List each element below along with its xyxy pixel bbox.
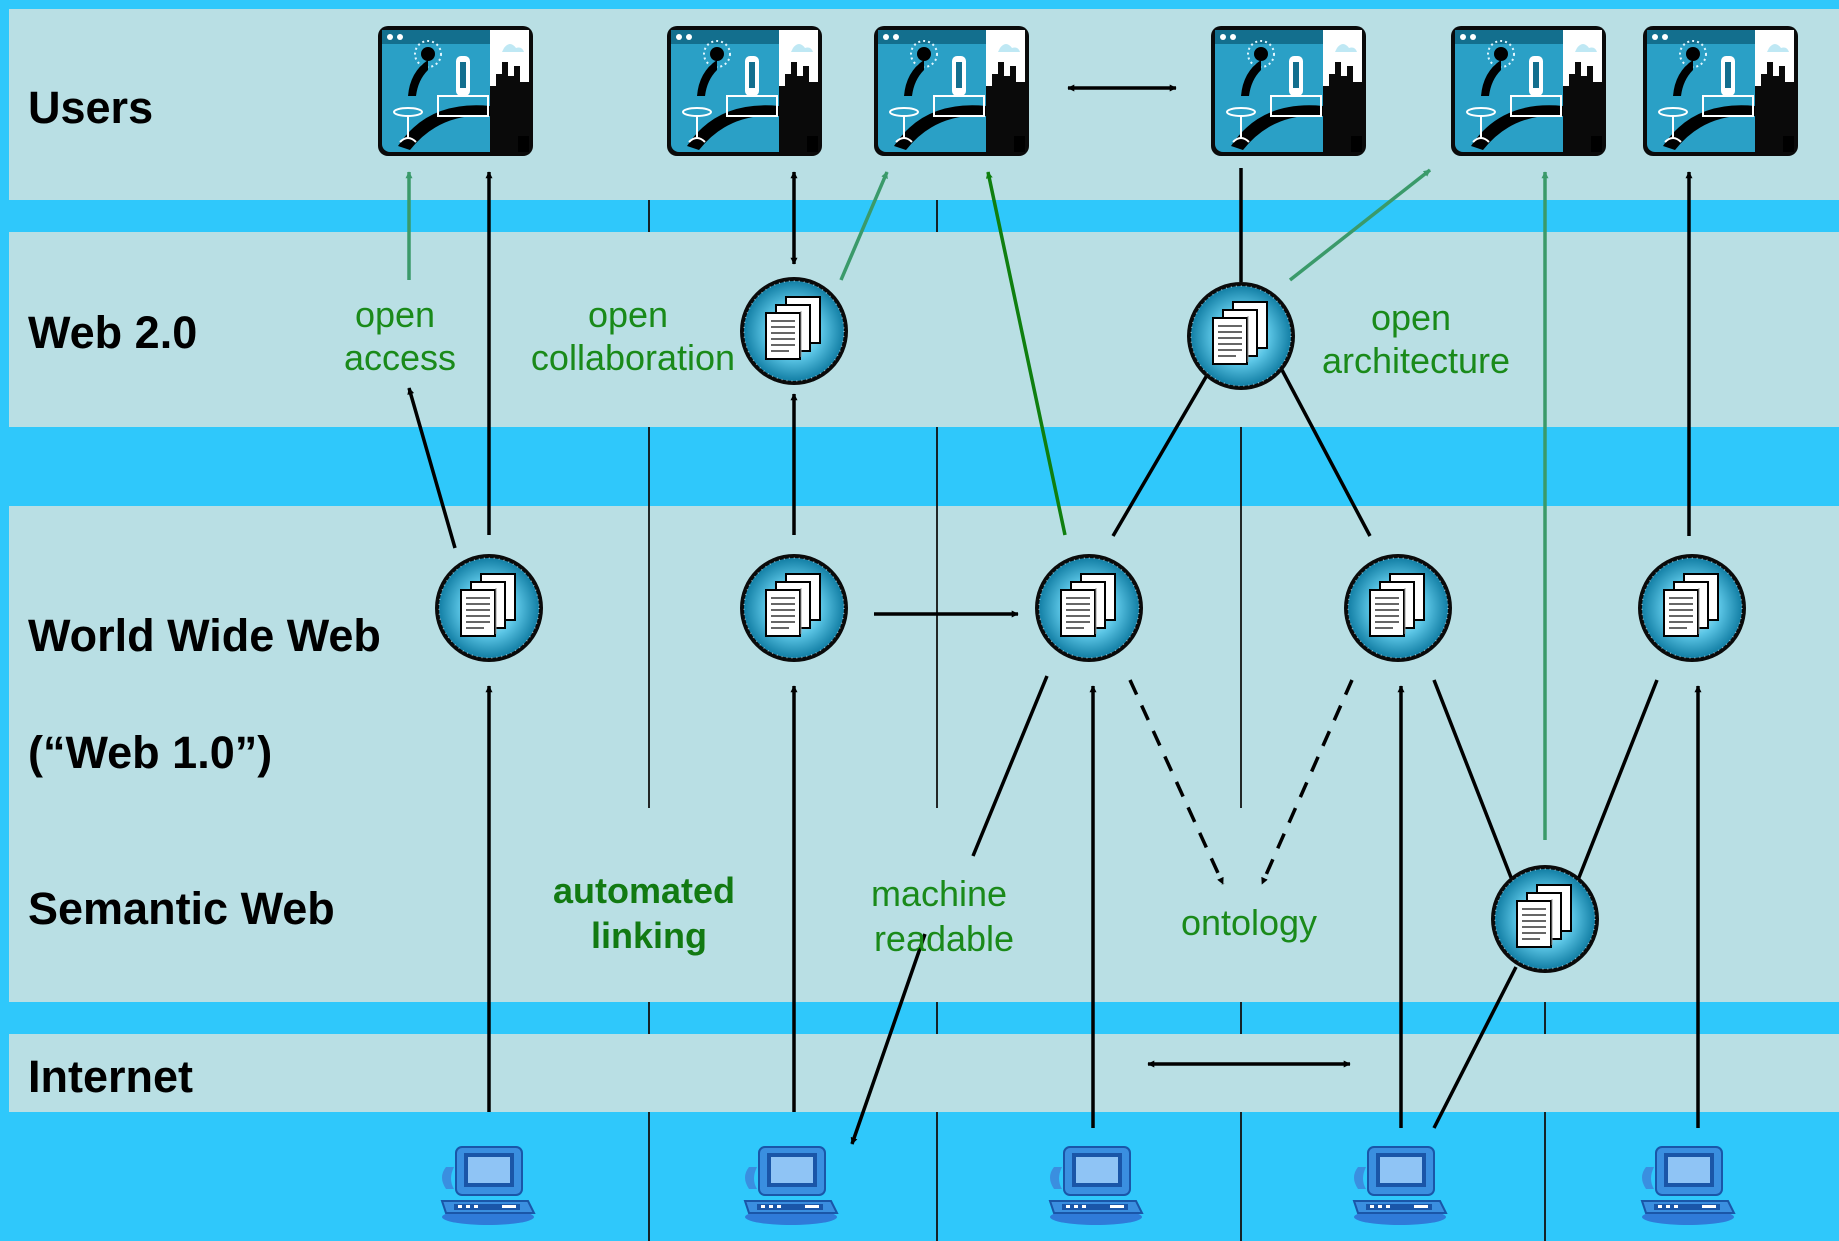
row-label-semantic: Semantic Web — [28, 883, 335, 934]
row-label-web10: (“Web 1.0”) — [28, 727, 272, 778]
document-node-icon — [434, 553, 544, 663]
column-dividers — [648, 200, 1546, 1241]
label-automated-linking-line2: linking — [591, 915, 707, 956]
desktop-computer-icon — [441, 1146, 535, 1226]
line-node5-to-node-sw — [1576, 679, 1659, 881]
band-web20 — [9, 232, 1839, 427]
green-arrow-collab-to-user3 — [839, 171, 889, 281]
user-icon — [666, 25, 823, 157]
row-label-internet: Internet — [28, 1051, 193, 1102]
arrow-node1-to-open-access — [407, 387, 457, 549]
label-open-collaboration-line1: open — [588, 294, 668, 335]
label-machine-readable-line2: readable — [874, 918, 1014, 959]
row-label-users: Users — [28, 82, 153, 133]
dashed-ontology-arrows — [1128, 679, 1354, 885]
band-internet — [9, 1034, 1839, 1112]
green-arrow-node3-to-user3 — [985, 171, 1067, 536]
line-node3-to-arch — [1111, 369, 1212, 537]
desktop-computer-icon — [1353, 1146, 1447, 1226]
green-arrow-arch-to-user5 — [1288, 168, 1432, 282]
label-automated-linking-line1: automated — [553, 870, 735, 911]
user-icon — [1450, 25, 1607, 157]
label-open-collaboration: open collaboration — [531, 294, 735, 378]
label-open-architecture-line1: open — [1371, 297, 1451, 338]
arrow-machine-to-computer2 — [850, 933, 927, 1145]
row-label-www: World Wide Web — [28, 610, 381, 661]
user-icon — [873, 25, 1030, 157]
document-node-icon — [1637, 553, 1747, 663]
line-node-sw-to-computer4 — [1432, 966, 1518, 1129]
document-node-icon — [1034, 553, 1144, 663]
label-open-access-line2: access — [344, 337, 456, 378]
line-node4-to-node-sw — [1432, 679, 1514, 881]
document-node-icon — [739, 553, 849, 663]
desktop-computer-icon — [1049, 1146, 1143, 1226]
user-icon — [1642, 25, 1799, 157]
label-machine-readable: machine readable — [871, 873, 1017, 959]
label-open-collaboration-line2: collaboration — [531, 337, 735, 378]
dashed-arrow-node4-to-ontology — [1260, 679, 1354, 885]
computers-row — [441, 1146, 1735, 1226]
user-icon — [1210, 25, 1367, 157]
document-node-icon — [1490, 864, 1600, 974]
label-open-architecture: open architecture — [1322, 297, 1510, 381]
arrow-node3-to-computer2 — [971, 675, 1049, 857]
user-icon — [377, 25, 534, 157]
document-node-icon — [739, 276, 849, 386]
desktop-computer-icon — [1641, 1146, 1735, 1226]
label-automated-linking: automated linking — [553, 870, 745, 956]
label-machine-readable-line1: machine — [871, 873, 1007, 914]
label-open-architecture-line2: architecture — [1322, 340, 1510, 381]
document-node-icon — [1343, 553, 1453, 663]
row-label-web20: Web 2.0 — [28, 307, 197, 358]
black-connectors — [407, 84, 1702, 1145]
document-node-icon — [1186, 281, 1296, 391]
label-open-access: open access — [344, 294, 456, 378]
label-open-access-line1: open — [355, 294, 435, 335]
line-node4-to-arch — [1280, 369, 1372, 537]
green-connectors — [405, 168, 1549, 840]
label-ontology: ontology — [1181, 902, 1317, 943]
dashed-arrow-node3-to-ontology — [1128, 679, 1225, 885]
desktop-computer-icon — [744, 1146, 838, 1226]
